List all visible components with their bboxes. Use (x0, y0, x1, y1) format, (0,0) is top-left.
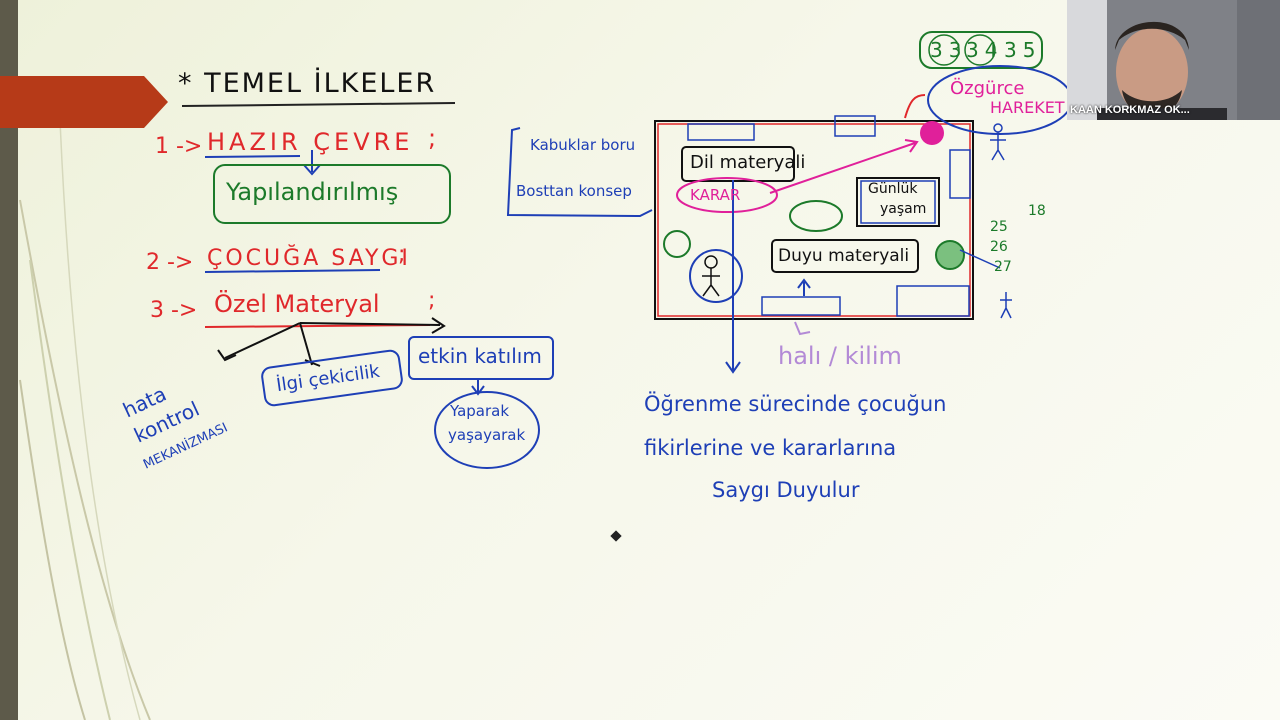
item-1-label: HAZIR ÇEVRE (207, 128, 414, 156)
etkin-box (408, 336, 554, 380)
item-1-number: 1 -> (155, 134, 203, 159)
number-33: 33 (930, 38, 968, 62)
left-box-line-1: Kabuklar boru (530, 136, 636, 154)
item-2-punct: ; (398, 242, 406, 267)
duyu-materyal-label: Duyu materyali (778, 246, 910, 266)
gunluk-label: Günlük (868, 181, 918, 197)
slide-left-edge (0, 0, 18, 720)
structured-box-label: Yapılandırılmış (226, 178, 399, 206)
yasayarak: yaşayarak (448, 426, 526, 444)
karar-label: KARAR (690, 186, 741, 204)
hali-kilim-label: halı / kilim (778, 342, 902, 370)
number-27: 27 (994, 259, 1012, 275)
note-line-1: Öğrenme sürecinde çocuğun (644, 392, 947, 416)
number-34: 34 (966, 38, 1004, 62)
page-title: * TEMEL İLKELER (178, 68, 437, 99)
structured-box (213, 164, 451, 224)
hareket-text: HAREKET (990, 98, 1065, 117)
yaparak: Yaparak (450, 402, 510, 420)
note-line-2: fikirlerine ve kararlarına (644, 436, 897, 460)
yasam-label: yaşam (880, 201, 927, 217)
dil-materyal-label: Dil materyali (690, 152, 806, 173)
item-3-label: Özel Materyal (214, 290, 380, 318)
number-25: 25 (990, 219, 1008, 235)
item-3-punct: ; (428, 288, 436, 313)
item-1-punct: ; (428, 124, 437, 152)
participant-video (1067, 0, 1280, 120)
number-35: 35 (1004, 38, 1042, 62)
etkin-katilim: etkin katılım (418, 344, 542, 368)
note-line-3: Saygı Duyulur (712, 478, 860, 502)
number-18: 18 (1028, 203, 1046, 219)
item-3-number: 3 -> (150, 298, 198, 323)
ozgurce-text: Özgürce (950, 78, 1025, 99)
number-26: 26 (990, 239, 1008, 255)
title-banner (0, 76, 168, 128)
participant-name: KAAN KORKMAZ OK... (1070, 104, 1190, 116)
item-2-label: ÇOCUĞA SAYGI (207, 246, 411, 271)
webcam-tile[interactable]: KAAN KORKMAZ OK... (1067, 0, 1280, 120)
left-box-line-2: Bosttan konsep (516, 182, 632, 200)
item-2-number: 2 -> (146, 250, 194, 275)
